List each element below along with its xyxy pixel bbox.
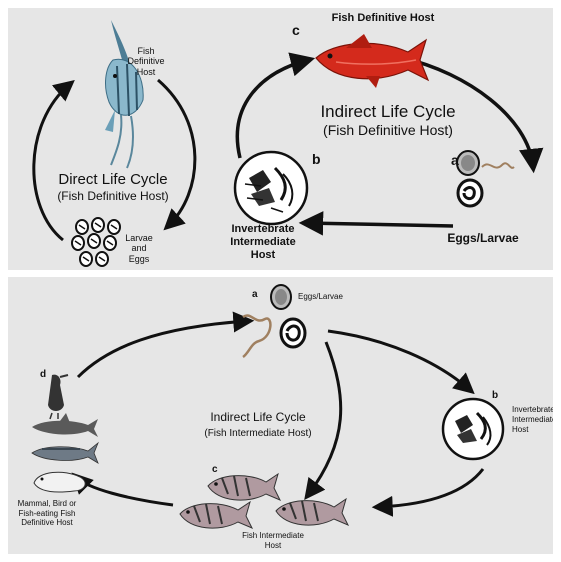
bottom-panel: a Eggs/Larvae b Invertebrate Intermediat… (8, 277, 553, 554)
arrow-a-to-b (327, 329, 475, 395)
arrow-d-to-a (76, 311, 255, 379)
indirect-arrow-c-to-a (402, 56, 544, 174)
definitive-hosts-image (31, 374, 99, 493)
indirect-intermediate-label: Invertebrate Intermediate Host (230, 223, 296, 262)
indirect-arrow-b-to-c (235, 52, 316, 159)
direct-arrow-left (32, 79, 75, 242)
invertebrate-label: Invertebrate Intermediate Host (512, 405, 553, 434)
direct-host-label: Fish Definitive Host (127, 46, 165, 77)
larvae-eggs-cluster (71, 217, 121, 267)
direct-title: Direct Life Cycle (58, 171, 168, 188)
mackerel-image (31, 441, 99, 464)
bottom-diagram (31, 284, 505, 529)
letter-b: b (492, 390, 499, 401)
direct-eggs-label: Larvae and Eggs (125, 233, 153, 264)
top-panel: Fish Definitive Host Direct Life Cycle (… (8, 8, 553, 270)
fish-intermediate-label: Fish Intermediate Host (242, 531, 304, 550)
definitive-host-label: Mammal, Bird or Fish-eating Fish Definit… (17, 499, 77, 528)
egg-larva-image (242, 284, 307, 359)
top-diagram (32, 20, 544, 267)
seal-image (33, 471, 86, 493)
letter-d: d (40, 369, 47, 380)
fish-intermediate-host-image (179, 472, 350, 529)
indirect-arrow-a-to-b (298, 211, 454, 236)
arrow-c-to-d (71, 472, 174, 507)
invertebrate-host-image (441, 397, 505, 461)
red-fish-image (315, 34, 430, 88)
indirect-eggs-label: Eggs/Larvae (447, 231, 519, 245)
bird-image (48, 374, 69, 420)
arrow-b-to-c (371, 468, 485, 517)
indirect-letter-b: b (312, 151, 321, 167)
indirect-title: Indirect Life Cycle (320, 102, 456, 121)
egg-larva-image (456, 150, 515, 208)
invertebrate-host-image (233, 150, 309, 226)
indirect-host-label: Fish Definitive Host (331, 12, 435, 24)
eggs-larvae-label: Eggs/Larvae (298, 292, 343, 301)
indirect-subtitle: (Fish Definitive Host) (323, 122, 453, 138)
direct-subtitle: (Fish Definitive Host) (57, 189, 169, 203)
letter-a: a (252, 289, 258, 300)
bottom-subtitle: (Fish Intermediate Host) (204, 428, 312, 439)
dolphin-image (32, 413, 98, 437)
angelfish-image (105, 20, 144, 169)
direct-arrow-right (157, 78, 197, 231)
indirect-letter-c: c (292, 22, 300, 38)
indirect-letter-a: a (451, 152, 459, 168)
bottom-title: Indirect Life Cycle (210, 410, 306, 424)
letter-c: c (212, 464, 218, 475)
arrow-a-to-c (304, 341, 343, 501)
